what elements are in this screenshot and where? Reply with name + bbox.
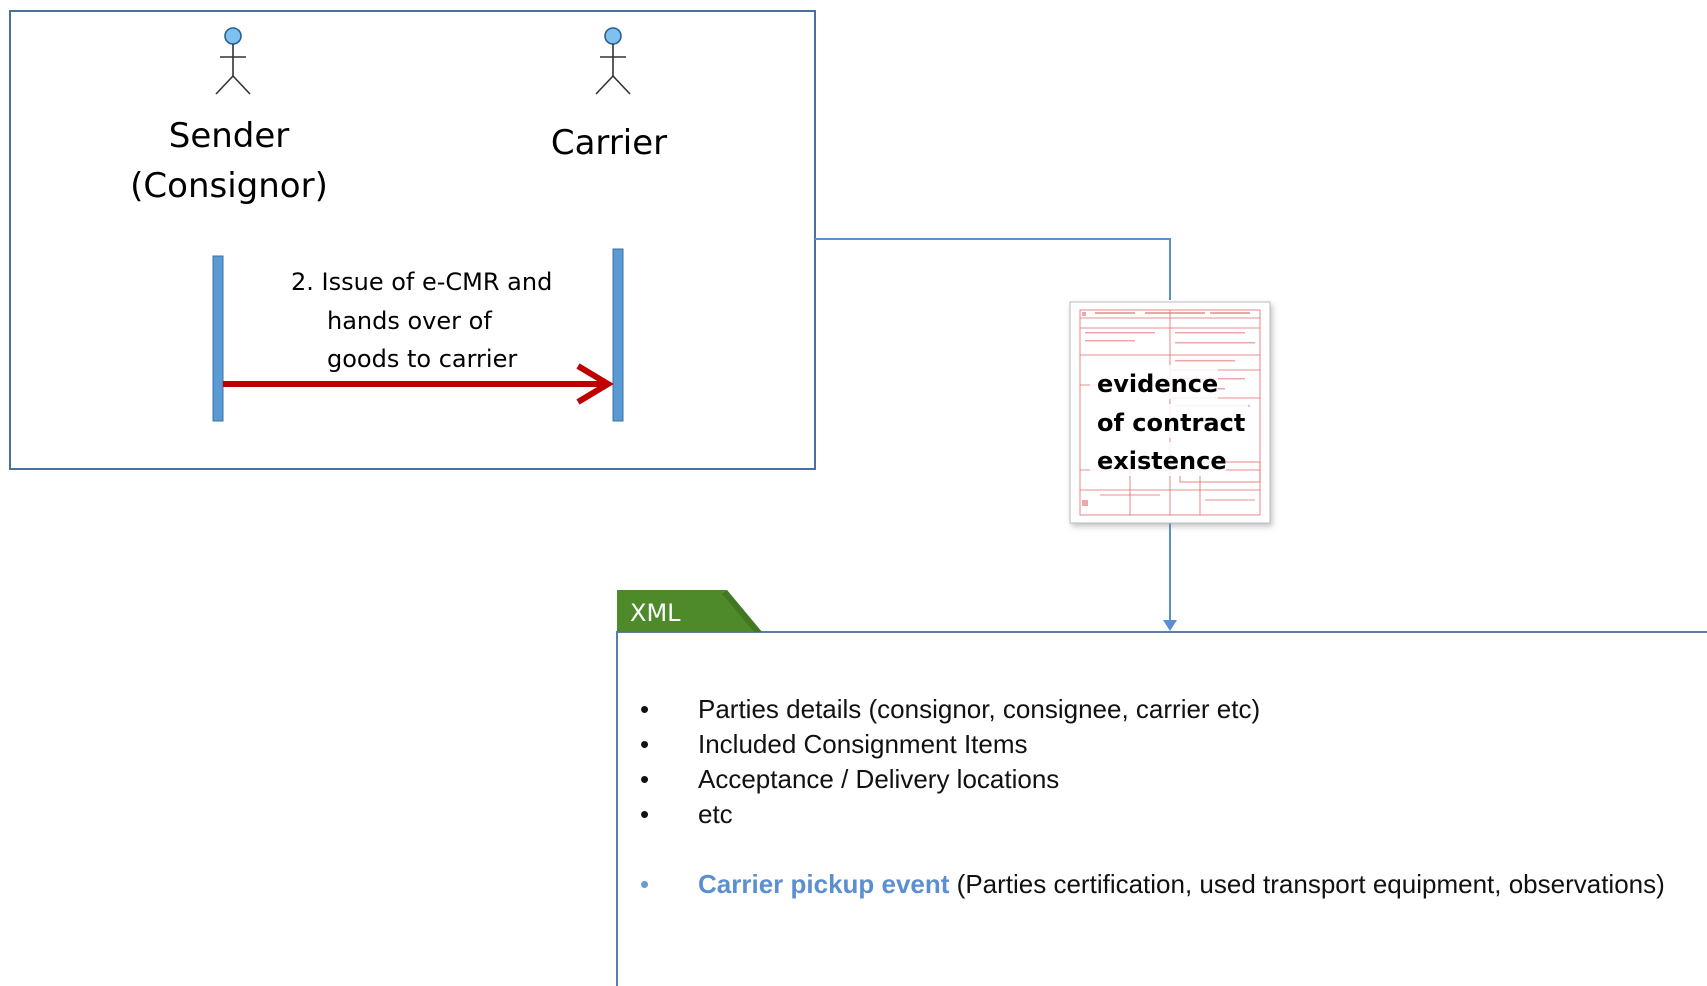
message-label-line1: 2. Issue of e-CMR and: [291, 268, 552, 296]
list-item: • Included Consignment Items: [630, 727, 1680, 762]
xml-tab-label: XML: [630, 599, 681, 627]
list-item: • Parties details (consignor, consignee,…: [630, 692, 1680, 727]
message-label-line2: hands over of: [327, 307, 492, 335]
list-item-text: Included Consignment Items: [698, 729, 1028, 759]
document-label-line3: existence: [1097, 447, 1227, 475]
connector-arrowhead-icon: [1163, 620, 1177, 631]
list-item-text: etc: [698, 799, 733, 829]
xml-content-list: • Parties details (consignor, consignee,…: [630, 692, 1680, 902]
sender-name-line2: (Consignor): [130, 166, 328, 206]
bullet-icon: •: [640, 694, 650, 724]
document-label-line2: of contract: [1097, 409, 1245, 437]
sender-name-line1: Sender: [169, 116, 290, 156]
list-item-text: Parties details (consignor, consignee, c…: [698, 694, 1261, 724]
document-label-line1: evidence: [1097, 370, 1218, 398]
sender-actor-icon: [215, 27, 251, 95]
list-item: • etc: [630, 797, 1680, 832]
carrier-pickup-event-item: • Carrier pickup event (Parties certific…: [630, 867, 1680, 902]
xml-box: [616, 590, 1707, 986]
list-item-text: Acceptance / Delivery locations: [698, 764, 1060, 794]
event-title: Carrier pickup event: [698, 869, 950, 899]
sequence-frame: [9, 10, 816, 470]
ecmr-document-icon: [1069, 301, 1271, 524]
message-label-line3: goods to carrier: [327, 345, 517, 373]
xml-tab: [617, 590, 762, 632]
message-arrow: [223, 363, 614, 405]
carrier-name: Carrier: [551, 123, 667, 163]
list-item: • Acceptance / Delivery locations: [630, 762, 1680, 797]
bullet-icon: •: [640, 764, 650, 794]
bullet-icon: •: [640, 729, 650, 759]
carrier-actor-icon: [595, 27, 631, 95]
event-detail: (Parties certification, used transport e…: [956, 869, 1665, 899]
carrier-activation-bar: [612, 248, 624, 422]
sender-activation-bar: [212, 255, 224, 422]
frame-to-document-connector: [815, 238, 1171, 300]
bullet-icon: •: [640, 799, 650, 829]
bullet-icon: •: [640, 869, 650, 899]
